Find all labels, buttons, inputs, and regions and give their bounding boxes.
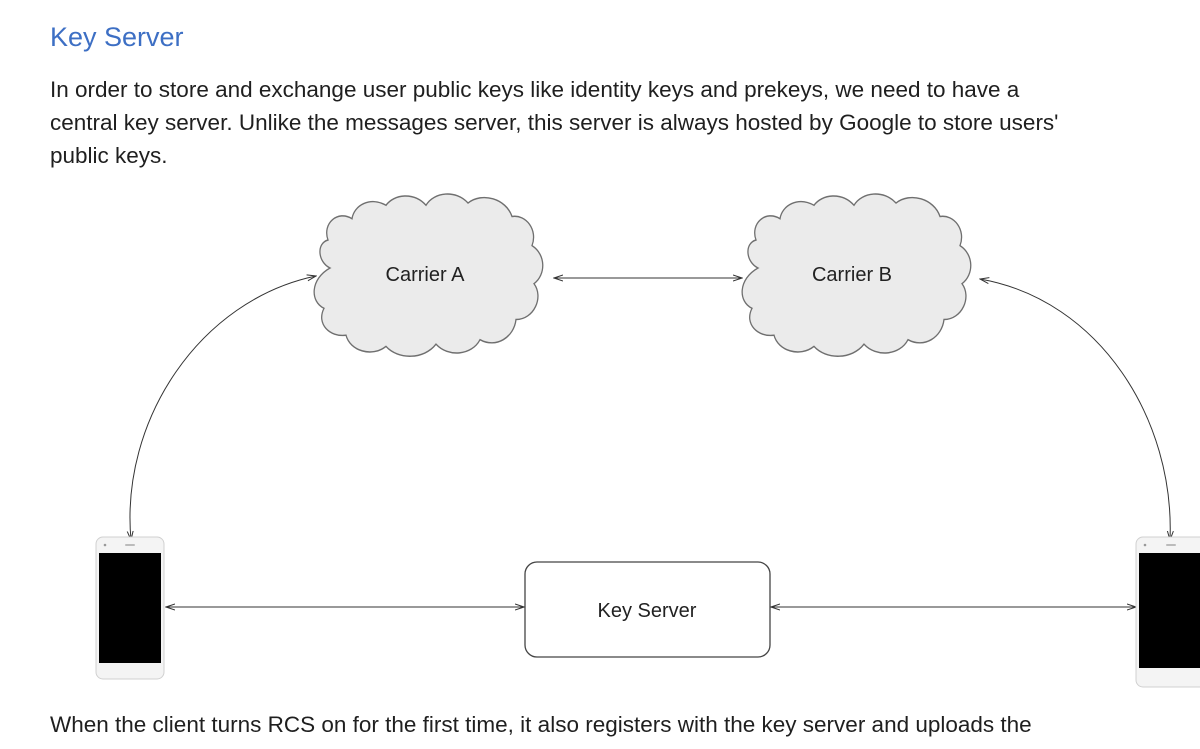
intro-line-1: In order to store and exchange user publ… xyxy=(50,77,1020,102)
phone-a-carrier-arrow xyxy=(130,276,316,540)
carrier-a-label: Carrier A xyxy=(386,264,466,286)
intro-paragraph: In order to store and exchange user publ… xyxy=(50,73,1160,172)
footer-paragraph: When the client turns RCS on for the fir… xyxy=(50,712,1032,737)
intro-line-2: central key server. Unlike the messages … xyxy=(50,110,1059,135)
section-heading: Key Server xyxy=(50,22,184,52)
carrier-b-label: Carrier B xyxy=(812,264,892,286)
phone-a-icon xyxy=(95,536,165,680)
key-server-label: Key Server xyxy=(598,600,697,622)
key-server-box: Key Server xyxy=(524,561,771,658)
phone-b-carrier-arrow xyxy=(980,279,1170,540)
phone-b-icon xyxy=(1135,536,1200,688)
intro-line-3: public keys. xyxy=(50,143,168,168)
carrier-a-cloud: Carrier A xyxy=(313,193,544,357)
carrier-b-cloud: Carrier B xyxy=(741,193,972,357)
key-server-diagram: Carrier A Carrier B Key Server xyxy=(95,193,1200,688)
